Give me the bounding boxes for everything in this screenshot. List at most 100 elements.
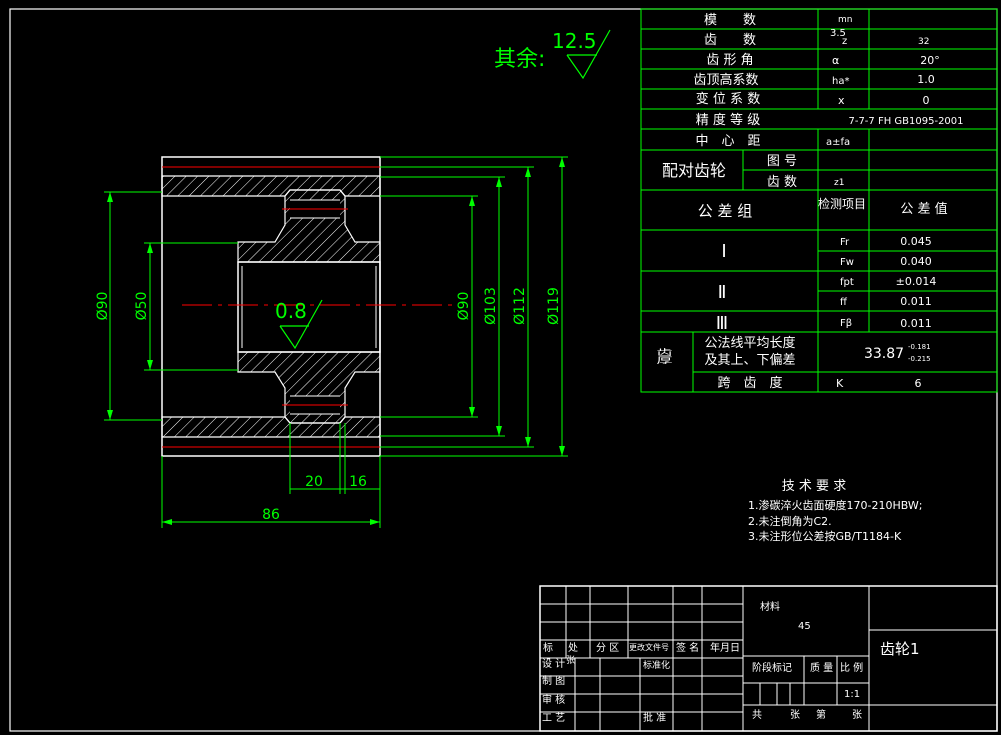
pair-fig: 图 号 <box>767 154 797 169</box>
thick-label: 齿厚 <box>654 348 673 365</box>
h-sign: 签 名 <box>676 641 699 654</box>
h-zone: 分 区 <box>596 642 619 654</box>
ff-val: 0.011 <box>900 295 932 308</box>
roman-3: Ⅲ <box>716 313 728 334</box>
addendum-sym: ha* <box>832 76 849 87</box>
fb-val: 0.011 <box>900 317 932 330</box>
total-label: 共 <box>752 709 762 721</box>
dim-w16: 16 <box>349 474 367 490</box>
dim-w86: 86 <box>262 507 280 523</box>
fpt-sym: fpt <box>840 277 854 288</box>
pair-label: 配对齿轮 <box>662 161 726 180</box>
weight-label: 质 量 <box>810 662 833 674</box>
addendum-label: 齿顶高系数 <box>693 72 758 88</box>
sheets2-label: 张 <box>852 709 862 721</box>
tol-check: 检测项目 <box>818 196 866 211</box>
rim-hatch-bottom <box>161 416 381 438</box>
shift-label: 变 位 系 数 <box>696 91 760 107</box>
check-label: 审 核 <box>542 693 565 706</box>
fr-sym: Fr <box>840 237 850 248</box>
tech-title: 技 术 要 求 <box>782 479 846 494</box>
teeth-sym: z <box>842 36 847 47</box>
dim-w20: 20 <box>305 474 323 490</box>
wk-label1: 公法线平均长度 <box>704 335 795 351</box>
ff-sym: ff <box>840 297 848 308</box>
center-label: 中 心 距 <box>695 134 760 149</box>
title-block-grid <box>539 585 998 732</box>
dim-d90-right: Ø90 <box>456 292 472 321</box>
fw-sym: Fw <box>840 257 854 268</box>
teeth-label: 齿 数 <box>704 33 756 48</box>
dim-d50: Ø50 <box>134 292 150 321</box>
pair-sym: z1 <box>834 178 844 188</box>
wk-val: 33.87 <box>864 346 904 362</box>
fpt-val: ±0.014 <box>896 275 937 288</box>
center-sym: a±fa <box>826 137 850 148</box>
tech-line1: 1.渗碳淬火齿面硬度170-210HBW; <box>748 498 922 512</box>
draw-label: 制 图 <box>542 674 565 687</box>
surface-finish-general: 其余: 12.5 <box>494 29 611 80</box>
tech-requirements: 技 术 要 求 1.渗碳淬火齿面硬度170-210HBW; 2.未注倒角为C2.… <box>748 479 922 543</box>
pair-teeth: 齿 数 <box>767 175 797 190</box>
fr-val: 0.045 <box>900 235 932 248</box>
span-label: 跨 齿 度 <box>717 375 782 391</box>
shift-val: 0 <box>923 94 930 107</box>
angle-label: 齿 形 角 <box>706 53 753 68</box>
h-mark: 标 <box>543 642 553 654</box>
stage-label: 阶段标记 <box>752 661 792 674</box>
surface-finish-bore: 0.8 <box>275 299 323 350</box>
grade-label: 精 度 等 级 <box>696 112 760 128</box>
span-val: 6 <box>915 377 922 390</box>
roman-2: Ⅱ <box>718 282 727 303</box>
finish-bore-value: 0.8 <box>275 299 307 323</box>
material-val: 45 <box>798 621 811 632</box>
tech-line2: 2.未注倒角为C2. <box>748 514 832 528</box>
gear-section-view <box>161 156 455 457</box>
finish-prefix: 其余: <box>494 47 545 72</box>
module-sym: mn <box>838 15 852 25</box>
part-name: 齿轮1 <box>880 640 920 658</box>
fw-val: 0.040 <box>900 255 932 268</box>
module-val: 3.5 <box>830 28 846 39</box>
standard-label: 标准化 <box>643 659 670 671</box>
fb-sym: Fβ <box>840 318 852 329</box>
shift-sym: x <box>838 94 845 107</box>
scale-label: 比 例 <box>840 661 863 674</box>
dim-d112: Ø112 <box>512 287 528 325</box>
tol-value: 公 差 值 <box>900 201 947 217</box>
title-block-text: 材料 45 齿轮1 标 处 分 区 更改文件号 签 名 年月日 设 计 张 标准… <box>542 600 920 724</box>
angle-val: 20° <box>920 54 940 67</box>
h-date: 年月日 <box>710 641 740 654</box>
grade-val: 7-7-7 FH GB1095-2001 <box>848 116 963 127</box>
dimension-lines <box>104 156 568 528</box>
material-label: 材料 <box>760 600 780 613</box>
dim-d90-left: Ø90 <box>95 292 111 321</box>
tol-group: 公 差 组 <box>698 202 753 220</box>
teeth-val: 32 <box>918 37 929 47</box>
design-label: 设 计 <box>542 657 565 670</box>
dim-d119: Ø119 <box>546 287 562 325</box>
finish-value: 12.5 <box>552 29 597 53</box>
dim-d103: Ø103 <box>483 287 499 325</box>
module-label: 模 数 <box>704 13 756 28</box>
craft-label: 工 艺 <box>542 712 565 724</box>
h-doc: 更改文件号 <box>629 642 669 652</box>
dimension-arrows <box>107 157 565 525</box>
sheetno-label: 第 <box>816 708 826 721</box>
scale-val: 1:1 <box>844 689 860 700</box>
param-table-text: 模 数 mn 3.5 齿 数 z 32 齿 形 角 α 20° 齿顶高系数 ha… <box>654 13 964 391</box>
h-count: 处 <box>568 642 578 654</box>
wk-low: -0.215 <box>908 355 931 363</box>
rim-hatch-top <box>161 175 381 197</box>
angle-sym: α <box>832 54 839 67</box>
web-hatch-top <box>237 189 381 263</box>
bore <box>237 261 381 353</box>
approve-label: 批 准 <box>643 711 666 724</box>
param-table-grid <box>640 8 998 393</box>
wk-up: -0.181 <box>908 343 931 351</box>
sheets1-label: 张 <box>790 709 800 721</box>
design-mark: 张 <box>566 655 575 666</box>
span-sym: K <box>836 377 844 390</box>
gear-outline <box>161 156 381 457</box>
